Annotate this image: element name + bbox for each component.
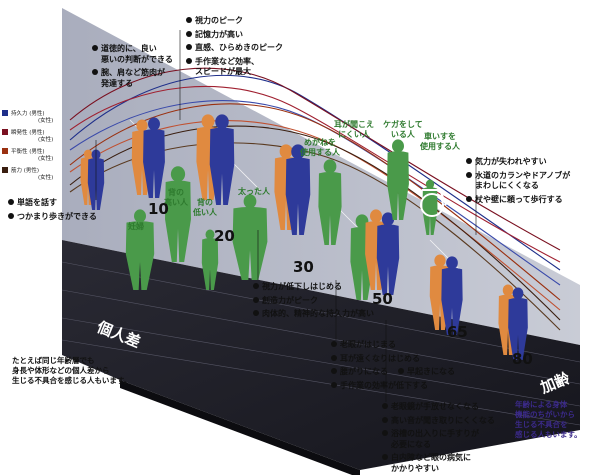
figure-80	[508, 287, 528, 360]
bullet-icon	[331, 368, 337, 374]
bullet-icon	[253, 310, 259, 316]
bullet-icon	[382, 416, 388, 423]
bullet-icon	[8, 212, 14, 219]
label-injured: ケガをしている人	[383, 120, 423, 139]
label-fat: 太った人	[238, 187, 270, 196]
figure-fat	[232, 194, 268, 280]
note-peak: 視力のピーク 記憶力が高い 直感、ひらめきのピーク 手作業など効率、 スピードが…	[186, 16, 283, 78]
bullet-icon	[331, 341, 337, 347]
legend-item-stamina: 持久力 (男性)	[2, 110, 53, 118]
bullet-icon	[186, 17, 192, 23]
bullet-icon	[398, 368, 404, 374]
note-age50: 老眼がはじまる 耳が遠くなりはじめる 腰がりになる早起きになる 手作業の効率が低…	[331, 340, 455, 391]
figure-wheelchair	[422, 179, 438, 235]
note-infant: 単語を話す つかまり歩きができる	[8, 198, 97, 222]
figure-injured	[387, 139, 409, 220]
legend-swatch	[2, 167, 8, 173]
label-short: 背の低い人	[193, 198, 217, 217]
figure-50s	[376, 212, 400, 295]
bullet-icon	[92, 69, 98, 75]
legend-item-strength: 筋力 (男性)	[2, 167, 53, 175]
bullet-icon	[8, 199, 14, 205]
bullet-icon	[466, 171, 472, 178]
age-label: 30	[293, 258, 314, 276]
bullet-icon	[331, 354, 337, 361]
figure-glasses	[318, 159, 342, 245]
age-label: 20	[214, 227, 235, 245]
bullet-icon	[186, 44, 192, 50]
note-moral: 道徳的に、良い 悪いの判断ができる	[92, 44, 173, 65]
floor-edge	[120, 380, 360, 475]
note-age40: 視力が低下しはじめる 創造力がピーク 肉体的、精神的な持久力が高い	[253, 282, 374, 320]
age-label: 10	[148, 200, 169, 218]
bullet-icon	[382, 403, 388, 409]
bullet-icon	[466, 158, 472, 164]
curve-agility-female	[69, 85, 561, 263]
note-muscle: 腕、肩など筋肉が 発達する	[92, 68, 165, 89]
label-tall: 背の高い人	[164, 188, 188, 207]
legend: 持久力 (男性) (女性) 瞬発性 (男性) (女性) 平衡性 (男性) (女性…	[2, 110, 53, 182]
figure-30s	[285, 144, 311, 235]
note-age65: 老眼鏡が手放せなくなる 高い音が聞き取りにくくなる 浴槽の出入りに手すりが 必要…	[382, 402, 495, 474]
curve-stamina-female	[69, 100, 561, 286]
caption-individual: たとえば同じ年齢層でも 身長や体形などの個人差から 生じる不具合を感じる人もいま…	[12, 356, 132, 385]
label-pregnant: 妊婦	[128, 222, 144, 231]
legend-item-agility: 瞬発性 (男性)	[2, 129, 53, 137]
bullet-icon	[92, 45, 98, 51]
bullet-icon	[186, 57, 192, 64]
bullet-icon	[331, 381, 337, 388]
bullet-icon	[186, 30, 192, 37]
caption-aging: 年齢による身体 機能のちがいから 生じる不具合を 感じる人もいます。	[515, 400, 582, 439]
curve-agility-male	[69, 67, 561, 251]
figure-65	[441, 256, 463, 335]
bullet-icon	[253, 296, 259, 303]
legend-swatch	[2, 148, 8, 154]
age-label: 80	[512, 350, 533, 368]
legend-swatch	[2, 110, 8, 116]
curve-balance-male	[69, 103, 561, 301]
label-wheelchair: 車いすを使用する人	[420, 132, 460, 151]
floor	[62, 240, 580, 470]
bullet-icon	[253, 283, 259, 289]
figure-tall	[165, 166, 191, 262]
figure-adult	[209, 114, 235, 205]
figure-pregnant	[125, 209, 155, 290]
figure-short	[201, 229, 219, 290]
bullet-icon	[382, 430, 388, 436]
age-label: 65	[447, 323, 468, 341]
wheelchair-icon	[420, 189, 447, 217]
curve-stamina-male	[69, 74, 561, 271]
bullet-icon	[466, 195, 472, 202]
bullet-icon	[382, 454, 388, 460]
legend-swatch	[2, 129, 8, 135]
age-label: 50	[372, 290, 393, 308]
legend-item-balance: 平衡性 (男性)	[2, 148, 53, 156]
note-elderly: 気力が失われやすい 水道のカランやドアノブが まわしにくくなる 杖や壁に頼って歩…	[466, 157, 570, 205]
leader-lines	[95, 30, 477, 402]
figure-teen	[143, 117, 165, 198]
label-glasses: めがねを使用する人	[300, 138, 340, 157]
label-hearing: 耳が聞こえにくい人	[334, 120, 374, 139]
